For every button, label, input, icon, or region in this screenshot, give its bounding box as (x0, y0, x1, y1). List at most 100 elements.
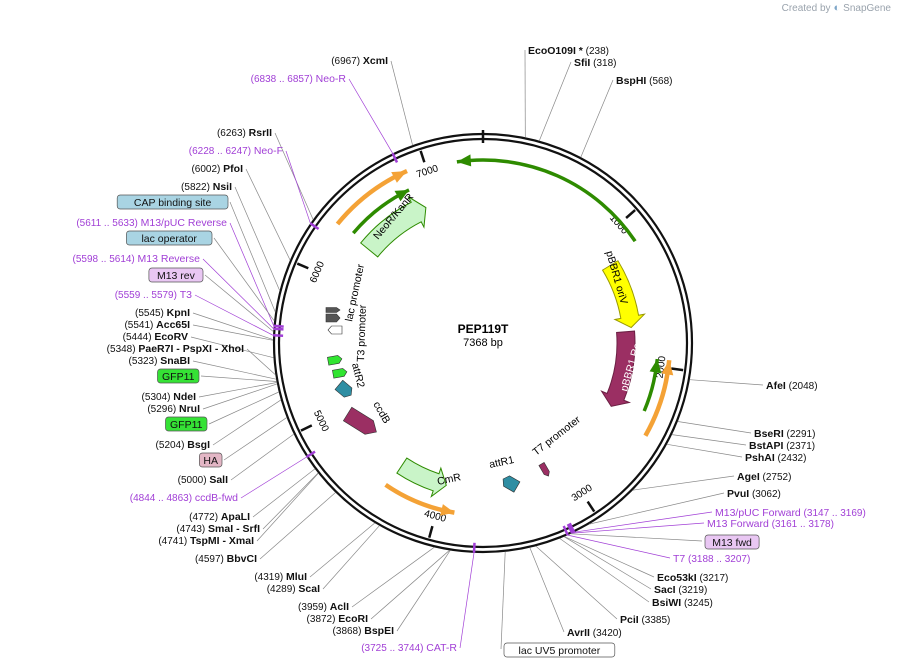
site-text: (6263) RsrII (217, 127, 272, 139)
site-text: (4743) SmaI - SrfI (176, 523, 260, 535)
snapgene-credit: Created by ◐ SnapGene (782, 2, 891, 14)
leader-line (212, 399, 282, 446)
primer-mark (305, 450, 316, 459)
leader-line (274, 132, 314, 220)
credit-prefix: Created by (781, 2, 831, 14)
site-text: (5541) Acc65I (124, 319, 190, 331)
site-text: (3872) EcoRI (307, 613, 369, 625)
site-label-right-0: EcoO109I * (238) (528, 45, 609, 57)
site-text: (4597) BbvCI (195, 553, 257, 565)
pbbr1-oriv-block (601, 260, 646, 329)
site-label-left-32: (3872) EcoRI (307, 613, 369, 625)
feature-box-text: CAP binding site (134, 197, 212, 209)
leader-line (396, 550, 451, 632)
leader-line (567, 534, 671, 559)
site-text: (6228 .. 6247) Neo-F (189, 145, 283, 157)
leader-line (500, 551, 506, 650)
leader-line (538, 61, 572, 141)
snapgene-logo-icon: ◐ (833, 2, 841, 14)
leader-line (208, 391, 279, 425)
leader-line (572, 522, 705, 534)
orange-arc-rep (643, 359, 674, 437)
site-text: BspHI (568) (616, 75, 672, 87)
green-arc-rep (642, 358, 662, 412)
t7-promoter-arrow (538, 462, 550, 477)
primer-mark (568, 522, 576, 533)
pbbr1-rep-arrow (600, 330, 636, 407)
site-label-left-24: (4844 .. 4863) ccdB-fwd (130, 492, 238, 504)
feature-box-left-8: lac operator (126, 230, 213, 246)
site-text: (5822) NsiI (181, 181, 232, 193)
site-label-right-16: PciI (3385) (620, 614, 670, 626)
feature-box-left-6: CAP binding site (116, 194, 229, 210)
leader-line (262, 472, 319, 530)
site-label-right-15: BsiWI (3245) (652, 597, 713, 609)
site-label-left-12: (5545) KpnI (135, 307, 190, 319)
site-text: SacI (3219) (654, 584, 707, 596)
site-label-left-31: (3959) AclI (298, 601, 349, 613)
leader-line (574, 511, 713, 533)
tick-mark (625, 209, 636, 219)
feature-box-left-20: GFP11 (165, 416, 208, 432)
primer-mark (391, 152, 399, 163)
lac-operator-block (325, 313, 341, 323)
site-label-right-2: BspHI (568) (616, 75, 672, 87)
site-text: EcoO109I * (238) (528, 45, 609, 57)
site-text: T7 (3188 .. 3207) (673, 553, 750, 565)
t3-promoter-arrow (327, 325, 343, 335)
cmr-arrow (396, 457, 447, 498)
site-text: (4844 .. 4863) ccdB-fwd (130, 492, 238, 504)
site-text: (5204) BsgI (156, 439, 211, 451)
site-label-left-19: (5296) NruI (147, 403, 200, 415)
site-label-left-21: (5204) BsgI (156, 439, 211, 451)
feature-box-right-11: M13 fwd (704, 534, 760, 550)
leader-line (192, 324, 274, 341)
leader-line (322, 525, 380, 590)
feature-box-left-22: HA (199, 452, 223, 468)
neor-kanr-arrow (360, 195, 427, 258)
leader-line (202, 258, 274, 329)
feature-box-text: HA (203, 455, 218, 467)
leader-line (351, 547, 435, 608)
leader-line (570, 533, 703, 542)
leader-line (190, 336, 274, 359)
leader-line (192, 312, 274, 340)
attr2-arrow (334, 379, 353, 398)
site-label-left-5: (5822) NsiI (181, 181, 232, 193)
leader-line (309, 522, 376, 578)
site-text: (5444) EcoRV (123, 331, 188, 343)
site-text: (4289) ScaI (267, 583, 320, 595)
leader-line (213, 237, 275, 322)
leader-line (256, 473, 319, 542)
site-text: (6002) PfoI (191, 163, 243, 175)
cmr-label: CmR (436, 471, 462, 488)
feature-box-text: lac operator (141, 233, 197, 245)
site-text: (3959) AclI (298, 601, 349, 613)
site-text: (5000) SalI (178, 474, 228, 486)
site-text: (5598 .. 5614) M13 Reverse (73, 253, 201, 265)
site-label-left-16: (5323) SnaBI (129, 355, 191, 367)
tick-mark (296, 262, 309, 270)
leader-line (285, 150, 311, 224)
site-label-left-3: (6228 .. 6247) Neo-F (189, 145, 283, 157)
site-label-left-26: (4743) SmaI - SrfI (176, 523, 260, 535)
orange-arc-cmr (384, 482, 455, 516)
feature-box-right-18: lac UV5 promoter (503, 642, 616, 658)
orange-arc-neo (335, 168, 408, 226)
tick-label: 6000 (308, 259, 327, 284)
gfp11-b-arrow (332, 368, 348, 379)
plasmid-length: 7368 bp (463, 337, 503, 349)
site-text: (6967) XcmI (331, 55, 388, 67)
primer-mark (309, 222, 320, 231)
site-label-right-6: PshAI (2432) (745, 452, 806, 464)
site-text: (5545) KpnI (135, 307, 190, 319)
t3-promoter-label: T3 promoter (355, 304, 369, 362)
primer-mark (562, 525, 569, 536)
site-text: AgeI (2752) (737, 471, 791, 483)
ccdb-arrow (342, 406, 377, 435)
leader-line (564, 536, 655, 578)
leader-line (192, 360, 277, 380)
site-label-left-23: (5000) SalI (178, 474, 228, 486)
site-label-right-14: SacI (3219) (654, 584, 707, 596)
leader-line (689, 379, 764, 386)
